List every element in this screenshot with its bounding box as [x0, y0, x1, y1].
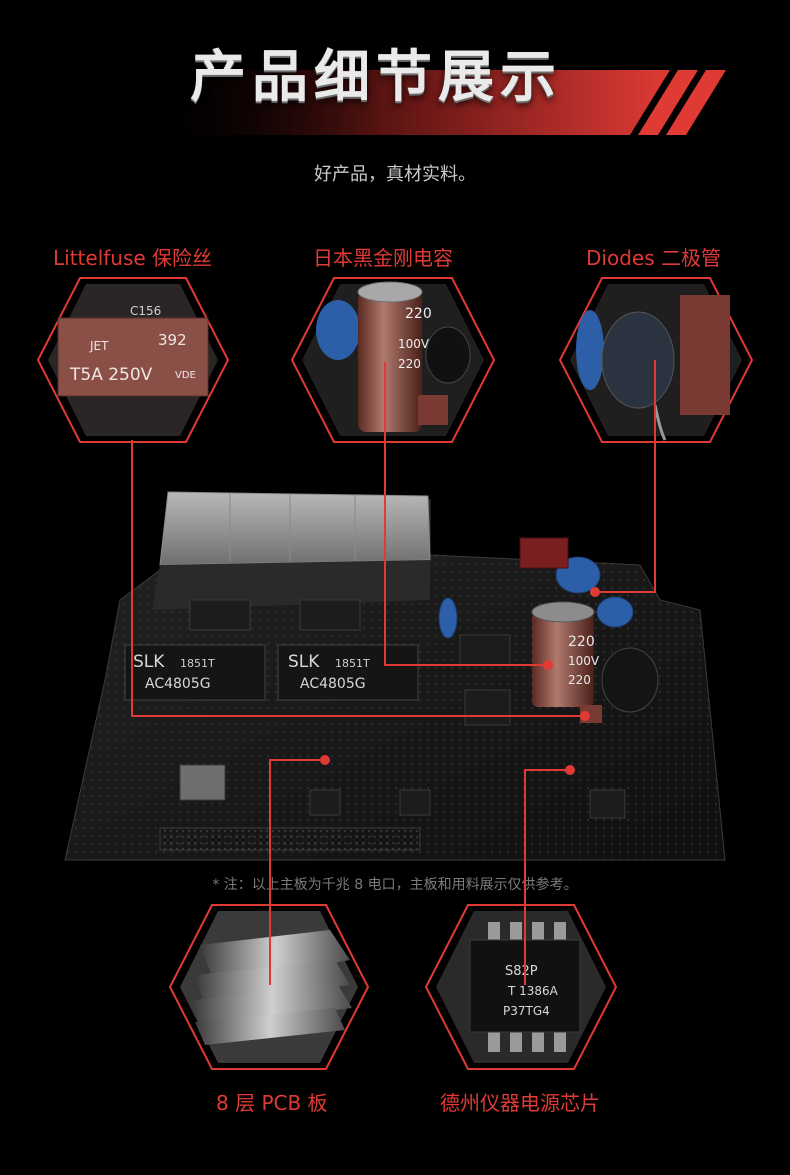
- transformer-chip-1: SLK 1851T AC4805G: [124, 644, 266, 701]
- power-switch: [519, 537, 569, 569]
- cap-callout-voltage: 100V: [398, 337, 430, 351]
- callout-pcb: [168, 904, 370, 1070]
- chip-model: AC4805G: [300, 676, 366, 692]
- callout-power-chip: S82P T 1386A P37TG4: [424, 904, 618, 1070]
- callout-label-fuse: Littelfuse 保险丝: [53, 246, 213, 270]
- leader-dots: [320, 587, 600, 775]
- callout-label-capacitor: 日本黑金刚电容: [313, 246, 453, 270]
- callout-label-pcb: 8 层 PCB 板: [216, 1091, 328, 1115]
- cap-label: 220: [568, 634, 595, 650]
- page-title: 产品细节展示: [190, 45, 562, 110]
- cap-capacitance: 220: [568, 673, 591, 687]
- chip-marking-1: S82P: [505, 964, 538, 979]
- disclaimer-note: * 注：以上主板为千兆 8 电口，主板和用料展示仅供参考。: [212, 877, 578, 893]
- callout-label-diode: Diodes 二极管: [586, 246, 721, 270]
- page-subtitle: 好产品，真材实料。: [314, 164, 476, 185]
- main-board: SLK 1851T AC4805G SLK 1851T AC4805G: [64, 491, 726, 861]
- pin-header-row: [159, 827, 421, 851]
- chip-brand: SLK: [133, 652, 165, 672]
- small-components: [179, 599, 626, 819]
- chip-code: 1851T: [180, 657, 215, 670]
- chip-code: 1851T: [335, 657, 370, 670]
- callout-capacitor: 220 100V 220: [290, 277, 496, 443]
- title-banner: [150, 70, 726, 135]
- callout-label-power-chip: 德州仪器电源芯片: [440, 1091, 600, 1115]
- pcb-layer-stack: [192, 930, 352, 1045]
- chip-model: AC4805G: [145, 676, 211, 692]
- leader-lines: [131, 360, 656, 985]
- cap-callout-capacitance: 220: [398, 357, 421, 371]
- fuse-vde: VDE: [175, 370, 196, 381]
- cap-voltage: 100V: [568, 654, 600, 668]
- ethernet-ports: [152, 491, 431, 610]
- callout-fuse: C156 JET 392 T5A 250V VDE: [36, 277, 230, 443]
- board-capacitor: 220 100V 220: [531, 601, 600, 707]
- transformer-chip-2: SLK 1851T AC4805G: [277, 644, 419, 701]
- chip-marking-3: P37TG4: [503, 1004, 550, 1018]
- fuse-lot: 392: [158, 331, 187, 349]
- fuse-rating: T5A 250V: [69, 365, 153, 385]
- fuse-cert: JET: [89, 339, 109, 353]
- fuse-code: C156: [130, 304, 161, 318]
- cap-callout-label: 220: [405, 306, 432, 322]
- inductor: [601, 647, 659, 713]
- chip-marking-2: T 1386A: [507, 984, 559, 998]
- chip-brand: SLK: [288, 652, 320, 672]
